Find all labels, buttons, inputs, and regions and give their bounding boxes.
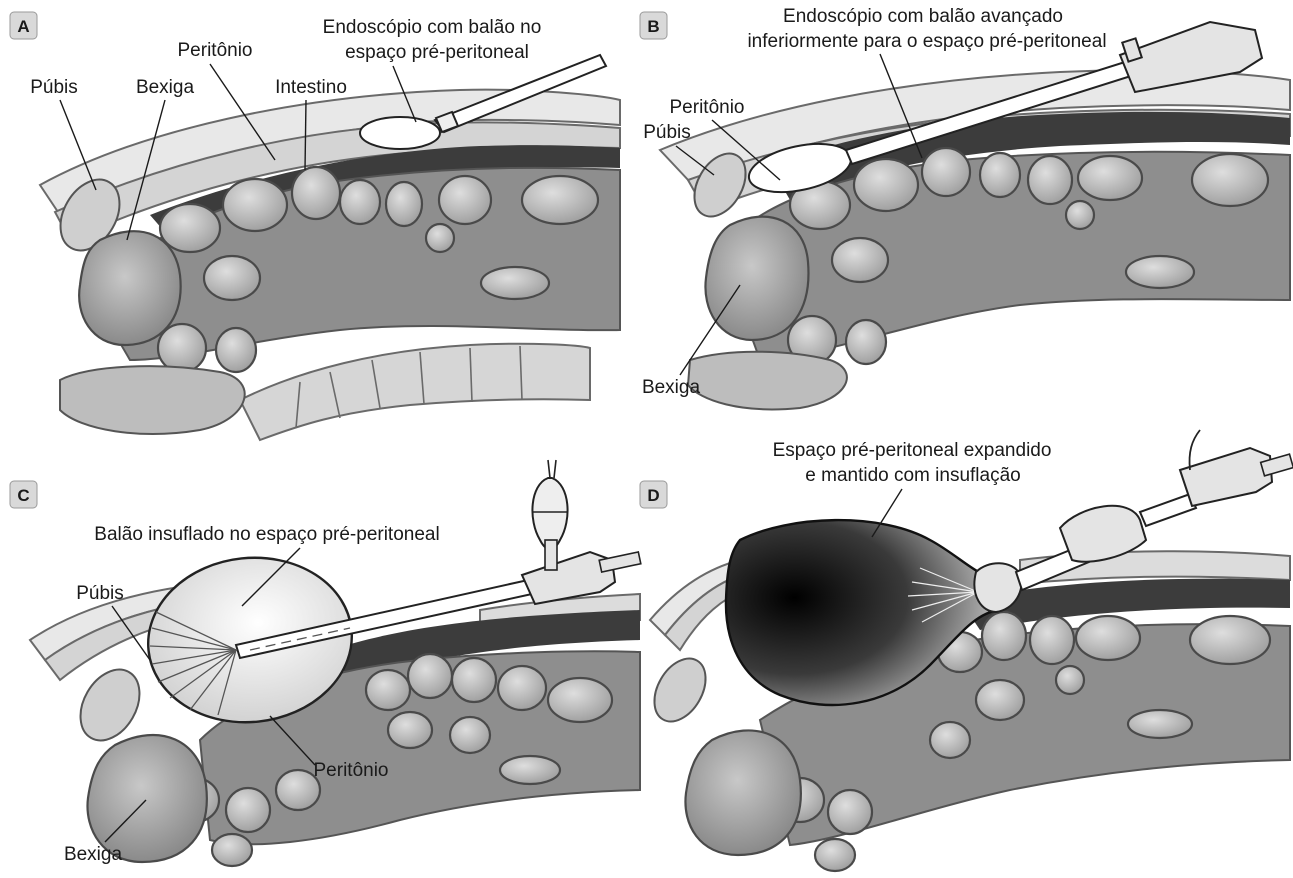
panel-b-loop (1192, 154, 1268, 206)
panel-c-endoscope-connector (599, 552, 641, 572)
panel-a-loop (160, 204, 220, 252)
panel-a-badge-letter: A (17, 17, 29, 36)
panel-d-loop (828, 790, 872, 834)
panel-a-loop (426, 224, 454, 252)
panel-d-loop (815, 839, 855, 871)
panel-c-anatomy (30, 460, 641, 866)
panel-c: C Balão insuflado no espaço pré-peritone… (10, 460, 641, 866)
panel-c-label-balloon: Balão insuflado no espaço pré-peritoneal (94, 524, 439, 545)
panel-d: D Espaço pré-peritoneal expandido e mant… (640, 430, 1293, 871)
panel-a: A Endoscópio com balão no espaço pré-per… (10, 12, 620, 440)
panel-d-bladder (685, 730, 800, 855)
panel-a-spine (240, 344, 590, 440)
panel-a-loop (223, 179, 287, 231)
panel-a-label-bladder: Bexiga (136, 77, 195, 98)
panel-a-anatomy (40, 55, 620, 440)
panel-b-loop (832, 238, 888, 282)
panel-d-loop (1128, 710, 1192, 738)
panel-c-bulb-tube (554, 460, 556, 478)
panel-b-label-peritoneum: Peritônio (670, 97, 745, 118)
panel-b-loop (1028, 156, 1072, 204)
panel-d-endoscope-shaft (1140, 494, 1196, 526)
panel-c-loop (388, 712, 432, 748)
panel-b-loop (1126, 256, 1194, 288)
panel-c-insufflation-bulb (532, 478, 567, 549)
panel-a-label-endoscope-line2: espaço pré-peritoneal (345, 42, 529, 63)
panel-c-label-peritoneum: Peritônio (314, 760, 389, 781)
panel-a-label-intestine: Intestino (275, 77, 347, 98)
panel-d-loop (1056, 666, 1084, 694)
panel-b-label-bladder: Bexiga (642, 377, 701, 398)
panel-d-loop (1076, 616, 1140, 660)
panel-b-loop (1078, 156, 1142, 200)
panel-a-leader-intestine (305, 100, 306, 170)
panel-c-bladder (87, 735, 206, 862)
panel-b: B Endoscópio com balão avançado inferior… (640, 6, 1290, 409)
panel-d-loop (930, 722, 970, 758)
panel-d-badge: D (640, 481, 667, 508)
panel-a-loop (204, 256, 260, 300)
panel-c-loop (548, 678, 612, 722)
panel-a-loop (481, 267, 549, 299)
panel-d-label-space-line1: Espaço pré-peritoneal expandido (773, 440, 1052, 461)
panel-c-loop (226, 788, 270, 832)
panel-a-loop (158, 324, 206, 372)
panel-c-loop (452, 658, 496, 702)
panel-c-badge: C (10, 481, 37, 508)
panel-a-bladder (79, 231, 180, 345)
panel-d-endoscope-handle (1180, 448, 1272, 506)
panel-a-label-endoscope-line1: Endoscópio com balão no (323, 17, 542, 38)
panel-a-badge: A (10, 12, 37, 39)
panel-c-label-pubis: Púbis (76, 583, 124, 604)
panel-d-label-space-line2: e mantido com insuflação (805, 465, 1020, 486)
panel-a-label-pubis: Púbis (30, 77, 78, 98)
panel-b-rectum (688, 352, 847, 410)
panel-a-rectum (60, 366, 245, 434)
panel-a-loop (340, 180, 380, 224)
panel-d-loop (1030, 616, 1074, 664)
panel-d-pubis-bone (644, 650, 716, 731)
panel-d-badge-letter: D (647, 486, 659, 505)
panel-c-loop (450, 717, 490, 753)
panel-d-loop (982, 612, 1026, 660)
panel-b-loop (1066, 201, 1094, 229)
panel-a-loop (522, 176, 598, 224)
panel-d-loop (976, 680, 1024, 720)
panel-a-loop (439, 176, 491, 224)
panel-b-label-endoscope-line2: inferiormente para o espaço pré-peritone… (747, 31, 1106, 52)
panel-a-balloon (360, 117, 440, 149)
panel-a-loop (292, 167, 340, 219)
panel-c-loop (366, 670, 410, 710)
panel-c-badge-letter: C (17, 486, 29, 505)
panel-b-anatomy (660, 22, 1290, 409)
panel-c-loop (212, 834, 252, 866)
panel-a-loop (386, 182, 422, 226)
panel-c-bulb-valve (545, 540, 557, 570)
panel-a-label-peritoneum: Peritônio (178, 40, 253, 61)
panel-c-label-bladder: Bexiga (64, 844, 123, 865)
panel-b-loop (846, 320, 886, 364)
panel-c-bulb-tube (548, 460, 550, 478)
panel-d-anatomy (644, 430, 1293, 871)
panel-b-badge-letter: B (647, 17, 659, 36)
panel-b-label-pubis: Púbis (643, 122, 691, 143)
panel-b-badge: B (640, 12, 667, 39)
panel-b-loop (980, 153, 1020, 197)
panel-a-loop (216, 328, 256, 372)
panel-c-loop (408, 654, 452, 698)
panel-c-loop (498, 666, 546, 710)
panel-b-loop (922, 148, 970, 196)
panel-c-loop (500, 756, 560, 784)
panel-b-label-endoscope-line1: Endoscópio com balão avançado (783, 6, 1063, 27)
panel-b-loop (854, 159, 918, 211)
panel-d-loop (1190, 616, 1270, 664)
panel-b-bladder (705, 217, 808, 340)
